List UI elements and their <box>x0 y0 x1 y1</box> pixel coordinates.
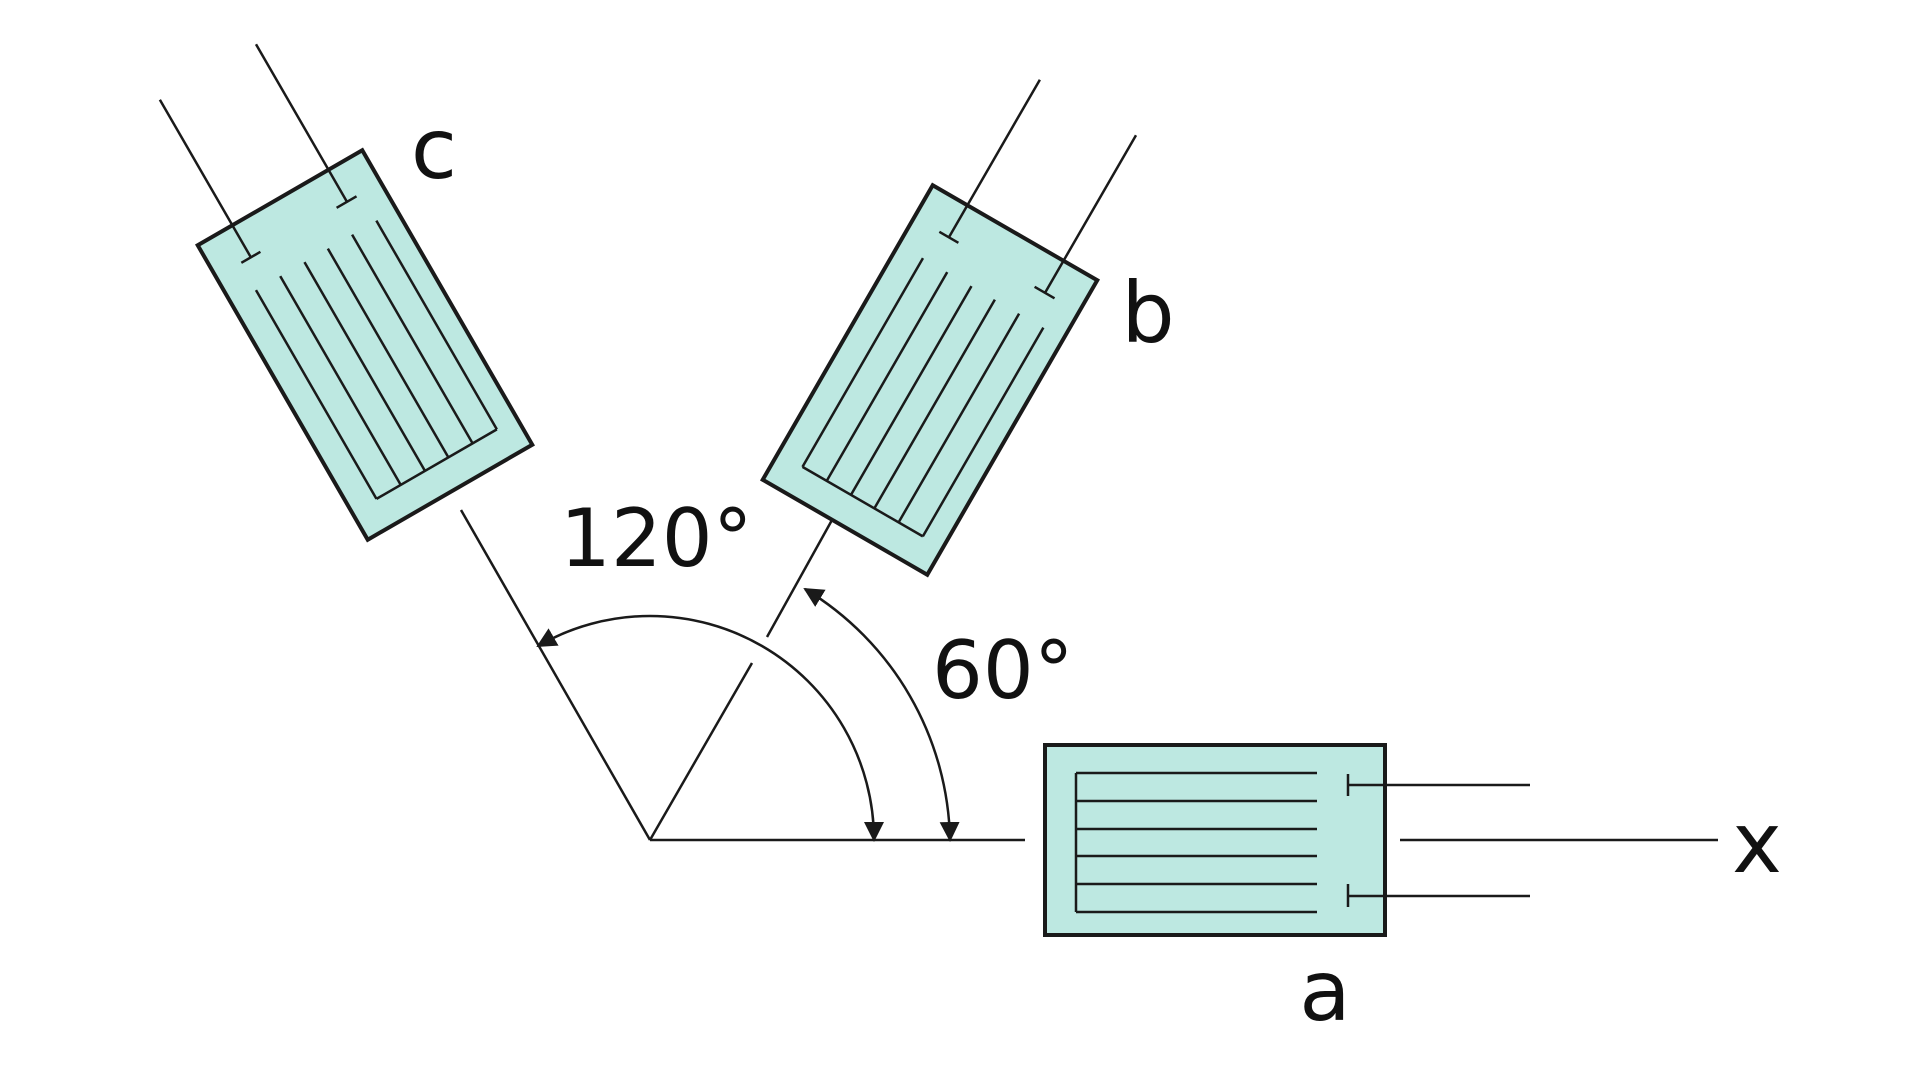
label-x-axis: x <box>1732 794 1782 892</box>
line-60deg-far <box>765 510 839 638</box>
arc-60deg <box>803 587 960 842</box>
angle-arcs <box>536 587 960 842</box>
label-angle-120: 120° <box>560 492 753 585</box>
line-60deg-near <box>648 662 754 841</box>
labels: a b c x 120° 60° <box>411 100 1782 1040</box>
label-angle-60: 60° <box>932 624 1074 717</box>
label-gauge-b: b <box>1121 264 1174 362</box>
label-gauge-a: a <box>1299 942 1350 1040</box>
gauge-a-leads <box>1346 774 1530 907</box>
gauge-b-grid <box>801 257 1045 538</box>
gauge-c-grid <box>254 220 498 500</box>
strain-gauge-c <box>158 43 536 543</box>
gauge-b-leads <box>938 79 1138 300</box>
strain-gauge-b <box>759 79 1138 578</box>
arc-120deg <box>536 614 884 842</box>
gauge-b-body <box>759 182 1101 578</box>
gauge-c-leads <box>158 43 358 264</box>
gauge-a-grid <box>1074 771 1317 914</box>
label-gauge-c: c <box>411 100 457 198</box>
gauge-a-body <box>1043 743 1387 937</box>
gauge-c-body <box>194 147 536 543</box>
strain-gauge-a <box>1043 743 1530 937</box>
